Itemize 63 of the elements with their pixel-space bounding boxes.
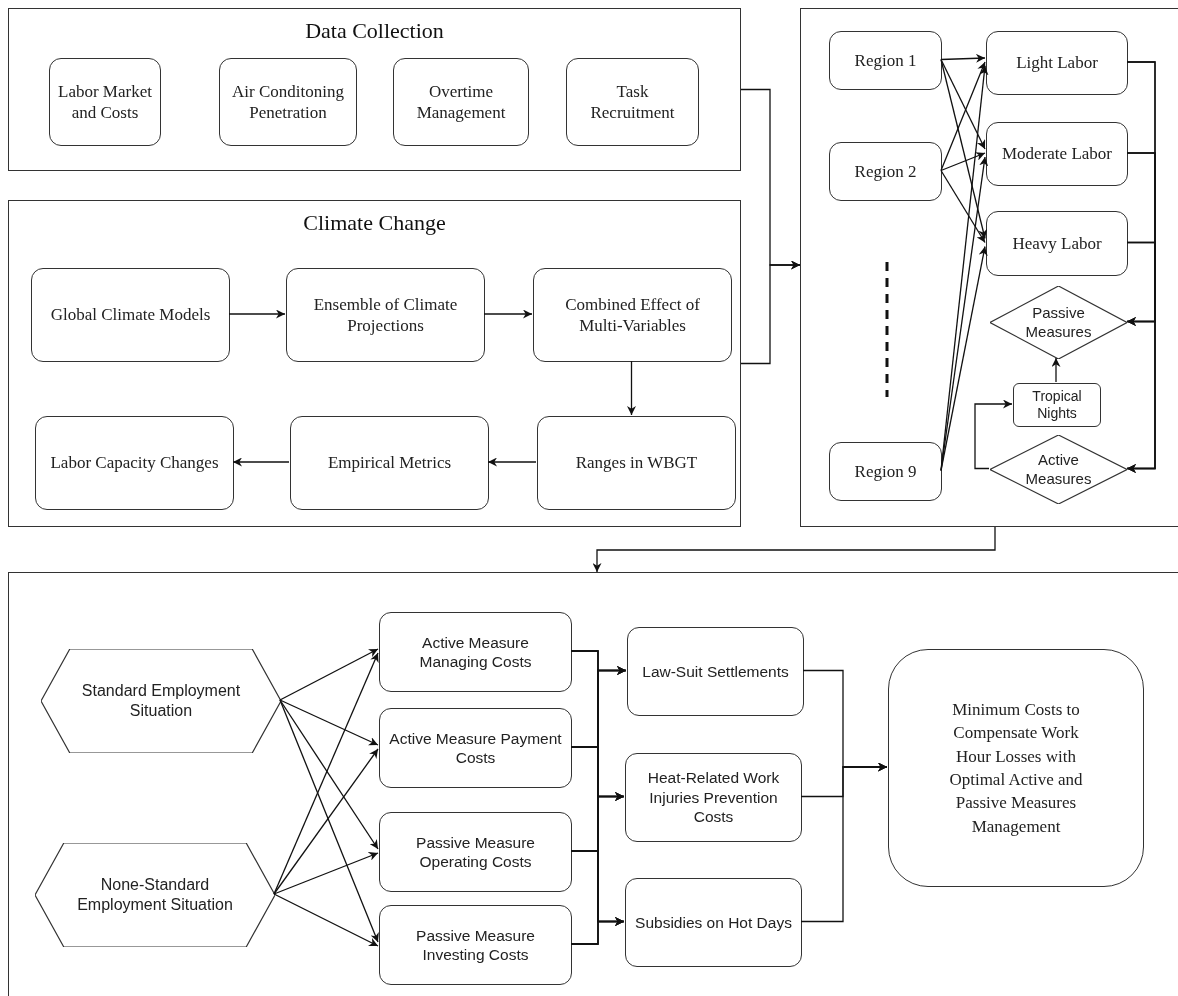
arrow xyxy=(940,169,986,244)
arrow xyxy=(279,699,379,943)
arrow xyxy=(974,399,1013,470)
process-box: Law-Suit Settlements xyxy=(627,627,804,716)
process-box: Tropical Nights xyxy=(1013,383,1101,427)
arrow xyxy=(940,156,989,472)
process-box: Empirical Metrics xyxy=(290,416,489,510)
arrow xyxy=(487,457,537,467)
process-box: Active Measure Payment Costs xyxy=(379,708,572,788)
process-box: Global Climate Models xyxy=(31,268,230,362)
panel xyxy=(800,8,1178,527)
arrow xyxy=(940,58,986,150)
process-box: Passive Measure Investing Costs xyxy=(379,905,572,985)
arrow xyxy=(940,245,988,472)
process-box: Labor Capacity Changes xyxy=(35,416,234,510)
process-box: Heavy Labor xyxy=(986,211,1128,276)
process-box: Minimum Costs to Compensate Work Hour Losses with Optimal Active and Passive Measures Management xyxy=(888,649,1144,887)
arrow xyxy=(800,762,888,923)
arrow xyxy=(483,309,533,319)
arrow xyxy=(279,699,379,850)
panel xyxy=(8,8,741,171)
arrow xyxy=(279,648,379,701)
process-box: Task Recruitment xyxy=(566,58,699,146)
process-box: Combined Effect of Multi-Variables xyxy=(533,268,732,362)
process-box: Region 9 xyxy=(829,442,942,501)
panel xyxy=(8,200,741,527)
decision-diamond: Passive Measures xyxy=(990,286,1127,359)
process-box: Moderate Labor xyxy=(986,122,1128,186)
panel-title: Data Collection xyxy=(304,17,445,45)
process-box: Ensemble of Climate Projections xyxy=(286,268,485,362)
arrow xyxy=(279,699,379,746)
arrow xyxy=(740,260,801,365)
process-box: Overtime Management xyxy=(393,58,529,146)
decision-diamond: Active Measures xyxy=(990,435,1127,504)
hexagon-box: None-Standard Employment Situation xyxy=(35,843,275,947)
arrow xyxy=(940,61,986,172)
process-box: Subsidies on Hot Days xyxy=(625,878,802,967)
arrow xyxy=(1051,357,1061,383)
process-box: Heat-Related Work Injuries Prevention Costs xyxy=(625,753,802,842)
arrow xyxy=(592,526,996,573)
process-box: Passive Measure Operating Costs xyxy=(379,812,572,892)
process-box: Ranges in WBGT xyxy=(537,416,736,510)
process-box: Region 1 xyxy=(829,31,942,90)
arrow xyxy=(940,53,986,63)
arrow xyxy=(273,748,379,895)
arrow xyxy=(570,917,625,945)
process-box: Labor Market and Costs xyxy=(49,58,161,146)
process-box: Region 2 xyxy=(829,142,942,201)
arrow xyxy=(228,309,286,319)
arrow xyxy=(273,852,379,895)
process-box: Air Conditoning Penetration xyxy=(219,58,357,146)
process-box: Light Labor xyxy=(986,31,1128,95)
panel xyxy=(8,572,1178,996)
panel-title: Climate Change xyxy=(302,209,447,237)
arrow xyxy=(273,652,379,895)
arrow xyxy=(232,457,290,467)
hexagon-box: Standard Employment Situation xyxy=(41,649,281,753)
arrow xyxy=(940,152,986,172)
arrow xyxy=(627,360,636,416)
arrow xyxy=(273,893,379,947)
process-box: Active Measure Managing Costs xyxy=(379,612,572,692)
arrow xyxy=(940,58,988,240)
arrow xyxy=(1126,241,1156,473)
